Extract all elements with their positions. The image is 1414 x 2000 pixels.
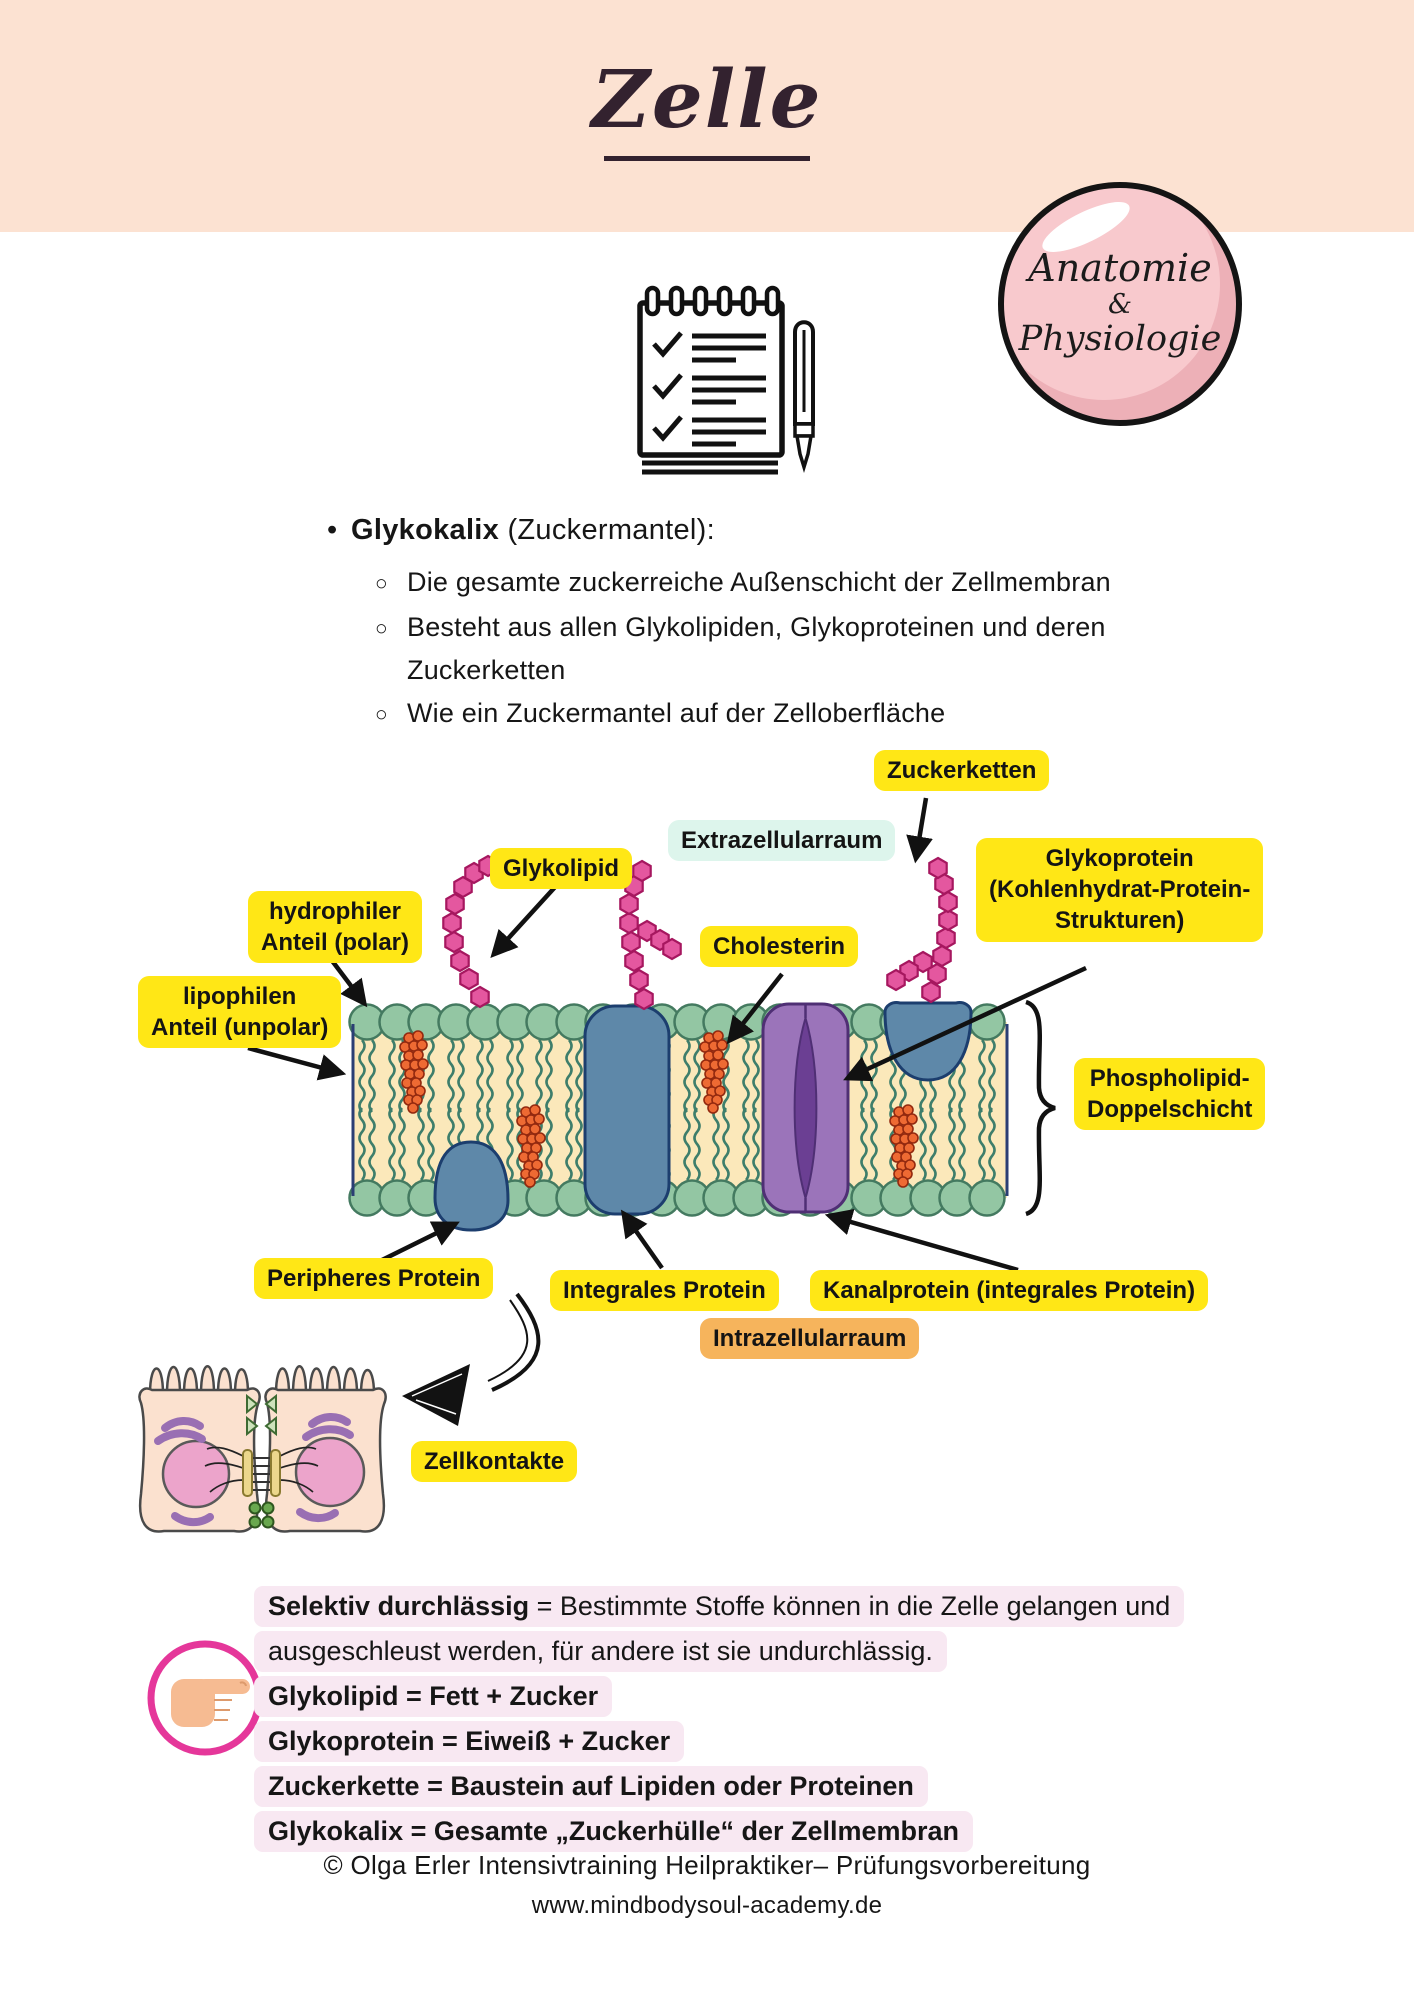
organelles [154, 1413, 354, 1527]
title-underline [604, 156, 810, 161]
sub-bullet-text: Die gesamte zuckerreiche Außenschicht de… [407, 567, 1111, 597]
footer-copyright: © Olga Erler Intensivtraining Heilprakti… [323, 1850, 1091, 1880]
checklist-icon [637, 285, 815, 475]
summary-term: Glykolipid = Fett + Zucker [268, 1681, 599, 1711]
label-zuckerketten: Zuckerketten [874, 750, 1050, 792]
list-item: ○ Wie ein Zuckermantel auf der Zelloberf… [375, 692, 1185, 737]
nucleus-right [294, 1436, 366, 1508]
glykokalix-notes: • Glykokalix (Zuckermantel): ○ Die gesamt… [327, 514, 1167, 737]
badge-line-3: Physiologie [1018, 319, 1222, 360]
label-glykoprotein: Glykoprotein (Kohlenhydrat-Protein- Stru… [976, 838, 1264, 942]
header-banner [0, 0, 1414, 232]
page-title: Zelle [591, 52, 823, 146]
summary-block: Selektiv durchlässig = Bestimmte Stoffe … [254, 1586, 1185, 1856]
sub-bullet-text: Besteht aus allen Glykolipiden, Glykopro… [407, 612, 1106, 685]
circle-bullet-marker: ○ [375, 703, 388, 726]
glycolipid-sugar-chain [442, 854, 498, 1009]
label-integrales-protein: Integrales Protein [550, 1270, 779, 1312]
badge-line-1: Anatomie [1028, 246, 1212, 291]
label-peripheres-protein: Peripheres Protein [254, 1258, 494, 1300]
notes-heading-bold: Glykokalix [351, 514, 500, 546]
label-glykolipid: Glykolipid [490, 848, 633, 890]
footer-website: www.mindbodysoul-academy.de [531, 1892, 883, 1919]
label-hydrophiler-anteil: hydrophiler Anteil (polar) [248, 891, 422, 964]
summary-line: Glykokalix = Gesamte „Zuckerhülle“ der Z… [254, 1811, 1184, 1852]
label-cholesterin: Cholesterin [700, 926, 859, 968]
badge-line-2: & [1107, 289, 1133, 321]
gap-junctions [248, 1501, 275, 1529]
integral-protein-shape [583, 1004, 671, 1216]
list-item: ○ Die gesamte zuckerreiche Außenschicht … [375, 561, 1185, 606]
list-item: ○ Besteht aus allen Glykolipiden, Glykop… [375, 606, 1185, 692]
desmosome [204, 1446, 319, 1497]
check-rows [652, 331, 766, 447]
cell-contacts-illustration [138, 1365, 387, 1533]
sketchy-curved-arrow [402, 1292, 541, 1426]
subject-badge: Anatomie & Physiologie [998, 182, 1242, 426]
summary-definition: = Bestimmte Stoffe können in die Zelle g… [529, 1591, 1171, 1621]
summary-line: ausgeschleust werden, für andere ist sie… [254, 1631, 1184, 1672]
circle-bullet-marker: ○ [375, 617, 388, 640]
summary-line: Selektiv durchlässig = Bestimmte Stoffe … [254, 1586, 1185, 1627]
circle-bullet-marker: ○ [375, 572, 388, 595]
label-kanalprotein: Kanalprotein (integrales Protein) [810, 1270, 1209, 1312]
glycoprotein-sugar-chain [886, 856, 958, 1004]
membrane-illustration [350, 854, 1056, 1232]
sub-bullet-text: Wie ein Zuckermantel auf der Zelloberflä… [407, 698, 946, 728]
spiral-binding [644, 285, 781, 317]
summary-definition: ausgeschleust werden, für andere ist sie… [254, 1631, 947, 1672]
channel-protein-shape [761, 1002, 850, 1214]
peripheral-protein-shape [433, 1140, 510, 1232]
label-phospholipid-doppelschicht: Phospholipid- Doppelschicht [1074, 1058, 1266, 1131]
pen-icon [793, 320, 815, 473]
label-extrazellularraum: Extrazellularraum [668, 820, 896, 862]
label-zellkontakte: Zellkontakte [411, 1441, 578, 1483]
summary-line: Glykoprotein = Eiweiß + Zucker [254, 1721, 1184, 1762]
summary-line: Glykolipid = Fett + Zucker [254, 1676, 1184, 1717]
pointing-hand-icon [147, 1640, 263, 1756]
summary-term: Selektiv durchlässig [268, 1591, 530, 1621]
annotation-arrows [247, 797, 1087, 1273]
bullet-marker: • [327, 514, 338, 546]
label-intrazellularraum: Intrazellularraum [700, 1318, 920, 1360]
tight-junctions [246, 1393, 277, 1437]
bilayer-brace [1025, 999, 1056, 1217]
summary-term: Glykokalix = Gesamte „Zuckerhülle“ der Z… [268, 1816, 960, 1846]
summary-term: Zuckerkette = Baustein auf Lipiden oder … [268, 1771, 914, 1801]
notes-heading-rest: (Zuckermantel): [499, 514, 715, 546]
notes-heading: • Glykokalix (Zuckermantel): [327, 514, 1167, 547]
summary-term: Glykoprotein = Eiweiß + Zucker [268, 1726, 671, 1756]
label-lipophilen-anteil: lipophilen Anteil (unpolar) [138, 976, 342, 1049]
summary-line: Zuckerkette = Baustein auf Lipiden oder … [254, 1766, 1184, 1807]
nucleus-left [161, 1439, 231, 1509]
